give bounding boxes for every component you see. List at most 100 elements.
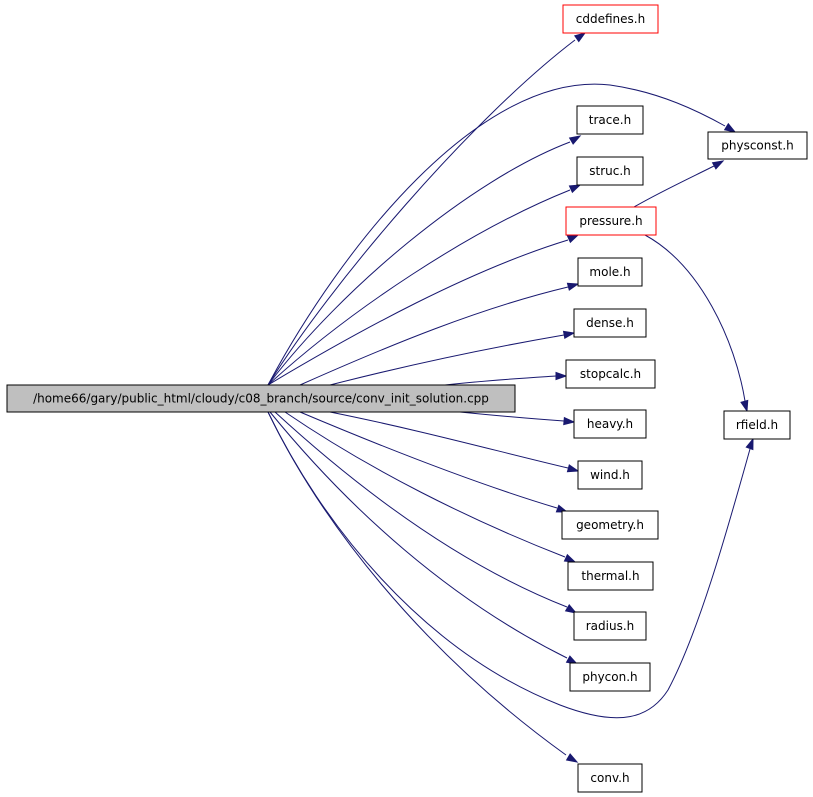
- edge-root-to-trace: [267, 135, 582, 386]
- node-label: struc.h: [589, 164, 631, 178]
- node-label: radius.h: [586, 619, 635, 633]
- node-box[interactable]: [577, 460, 643, 490]
- node-label: thermal.h: [581, 569, 639, 583]
- node-label: dense.h: [586, 316, 634, 330]
- edge-line: [267, 411, 751, 719]
- edge-root-to-geometry: [299, 411, 569, 513]
- node-box[interactable]: [565, 206, 657, 236]
- edge-line: [267, 83, 726, 386]
- edge-line: [267, 239, 569, 386]
- node-mole[interactable]: mole.h: [577, 257, 643, 287]
- node-cddefines[interactable]: cddefines.h: [562, 4, 659, 34]
- node-box[interactable]: [577, 763, 643, 793]
- node-box[interactable]: [576, 105, 644, 135]
- node-label: rfield.h: [736, 418, 778, 432]
- arrowhead: [711, 160, 725, 170]
- arrowhead: [573, 32, 587, 43]
- node-box[interactable]: [707, 131, 808, 160]
- edge-line: [329, 334, 565, 386]
- edge-root-to-thermal: [284, 411, 577, 563]
- node-conv[interactable]: conv.h: [577, 763, 643, 793]
- edge-root-to-heavy: [459, 411, 576, 426]
- edge-line: [459, 411, 565, 422]
- node-label: physconst.h: [721, 139, 794, 153]
- node-label: phycon.h: [582, 670, 637, 684]
- node-box[interactable]: [723, 410, 791, 440]
- node-label: cddefines.h: [576, 12, 645, 26]
- node-pressure[interactable]: pressure.h: [565, 206, 657, 236]
- edge-line: [274, 411, 568, 608]
- edge-root-to-wind: [329, 411, 580, 473]
- node-box[interactable]: [569, 662, 651, 692]
- node-label: /home66/gary/public_html/cloudy/c08_bran…: [33, 392, 489, 406]
- arrowhead: [566, 282, 580, 291]
- edge-line: [269, 411, 568, 659]
- edge-root-to-struc: [267, 184, 582, 386]
- node-label: trace.h: [589, 113, 631, 127]
- node-radius[interactable]: radius.h: [573, 611, 647, 641]
- node-label: heavy.h: [587, 417, 633, 431]
- arrowhead: [723, 122, 737, 133]
- edge-line: [284, 411, 566, 558]
- node-trace[interactable]: trace.h: [576, 105, 644, 135]
- edge-line: [644, 234, 746, 402]
- node-box[interactable]: [562, 4, 659, 34]
- edge-root-to-dense: [329, 330, 576, 386]
- node-stopcalc[interactable]: stopcalc.h: [565, 359, 656, 389]
- edge-line: [444, 375, 557, 386]
- arrowhead: [740, 399, 749, 413]
- node-box[interactable]: [561, 510, 659, 540]
- node-label: mole.h: [589, 265, 630, 279]
- edge-pressure-to-physconst: [633, 160, 725, 208]
- arrowhead: [566, 464, 580, 473]
- node-physconst[interactable]: physconst.h: [707, 131, 808, 160]
- edge-line: [267, 189, 571, 386]
- edge-root-to-conv: [267, 411, 579, 763]
- node-root[interactable]: /home66/gary/public_html/cloudy/c08_bran…: [6, 384, 516, 413]
- edge-pressure-to-rfield: [644, 234, 749, 413]
- arrowhead: [566, 234, 580, 244]
- node-box[interactable]: [573, 308, 647, 338]
- edge-line: [267, 411, 567, 756]
- edge-root-to-physconst: [267, 83, 737, 386]
- node-wind[interactable]: wind.h: [577, 460, 643, 490]
- node-label: pressure.h: [579, 214, 642, 228]
- edges-layer: [267, 32, 754, 763]
- node-dense[interactable]: dense.h: [573, 308, 647, 338]
- arrowhead: [564, 603, 578, 614]
- node-label: geometry.h: [576, 518, 644, 532]
- arrowhead: [568, 184, 582, 194]
- edge-root-to-mole: [299, 282, 580, 386]
- node-rfield[interactable]: rfield.h: [723, 410, 791, 440]
- node-box[interactable]: [577, 257, 643, 287]
- edge-root-to-rfield: [267, 411, 754, 719]
- edge-root-to-cddefines: [267, 32, 587, 386]
- edge-line: [633, 165, 715, 208]
- arrowhead: [563, 553, 577, 563]
- node-struc[interactable]: struc.h: [576, 156, 644, 186]
- edge-root-to-stopcalc: [444, 371, 568, 386]
- node-heavy[interactable]: heavy.h: [573, 409, 647, 439]
- arrowhead: [562, 330, 576, 340]
- edge-line: [329, 411, 569, 469]
- edge-line: [299, 286, 569, 386]
- arrowhead: [563, 416, 576, 426]
- nodes-layer: /home66/gary/public_html/cloudy/c08_bran…: [6, 4, 808, 793]
- arrowhead: [565, 753, 579, 763]
- edge-line: [267, 39, 576, 386]
- node-box[interactable]: [567, 561, 654, 591]
- node-box[interactable]: [573, 611, 647, 641]
- edge-root-to-radius: [274, 411, 578, 614]
- node-box[interactable]: [576, 156, 644, 186]
- node-box[interactable]: [6, 384, 516, 413]
- node-box[interactable]: [565, 359, 656, 389]
- node-phycon[interactable]: phycon.h: [569, 662, 651, 692]
- edge-root-to-phycon: [269, 411, 579, 665]
- edge-line: [299, 411, 558, 509]
- node-box[interactable]: [573, 409, 647, 439]
- arrowhead: [745, 437, 754, 451]
- node-thermal[interactable]: thermal.h: [567, 561, 654, 591]
- edge-line: [267, 141, 571, 386]
- node-geometry[interactable]: geometry.h: [561, 510, 659, 540]
